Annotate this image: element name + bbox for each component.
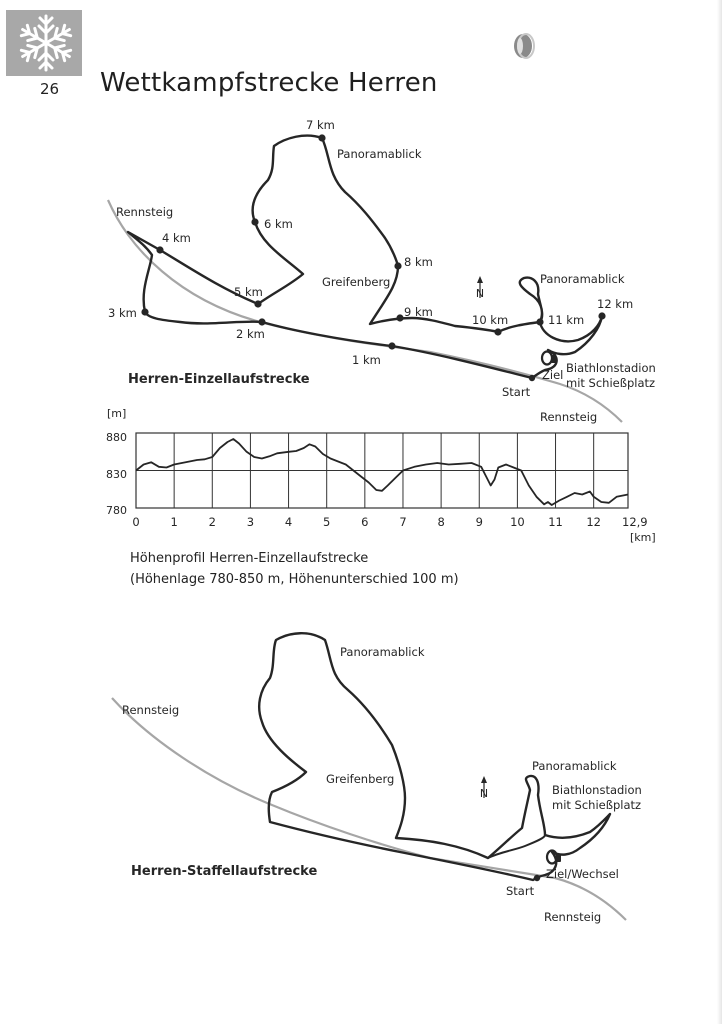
relay-rennsteig-road-line	[111, 697, 627, 921]
panoramablick-label-1: Panoramablick	[337, 147, 422, 161]
km-dot-12	[598, 312, 606, 320]
x-tick-5: 5	[323, 515, 330, 529]
x-tick-11: 11	[548, 515, 563, 529]
shooting-range-label: mit Schießplatz	[566, 376, 655, 390]
x-tick-2: 2	[209, 515, 216, 529]
km-label-8: 8 km	[404, 255, 433, 269]
north-arrow-icon: N	[476, 276, 484, 300]
individual-course-map: N Rennsteig Panoramablick Greifenberg Pa…	[106, 118, 656, 424]
rennsteig-label-top: Rennsteig	[116, 205, 173, 219]
km-dot-6	[251, 218, 259, 226]
x-tick-7: 7	[399, 515, 406, 529]
relay-course-track	[258, 632, 612, 882]
relay-panoramablick-label-1: Panoramablick	[340, 645, 425, 659]
x-tick-4: 4	[285, 515, 292, 529]
svg-text:N: N	[476, 287, 484, 300]
km-dot-3	[141, 308, 149, 316]
profile-caption-line-1: Höhenprofil Herren-Einzellaufstrecke	[130, 551, 369, 566]
y-tick-880: 880	[106, 431, 127, 444]
greifenberg-label: Greifenberg	[322, 275, 390, 289]
x-tick-9: 9	[476, 515, 483, 529]
km-label-4: 4 km	[162, 231, 191, 245]
km-label-5: 5 km	[234, 285, 263, 299]
km-label-10: 10 km	[472, 313, 508, 327]
km-dot-1	[388, 342, 396, 350]
km-marker-dots	[141, 134, 606, 382]
x-tick-12: 12	[586, 515, 601, 529]
relay-start-dot	[533, 874, 541, 882]
x-tick-13: 12,9	[622, 515, 648, 529]
km-label-1: 1 km	[352, 353, 381, 367]
profile-grid	[135, 432, 629, 509]
km-label-11: 11 km	[548, 313, 584, 327]
km-dot-10	[494, 328, 502, 336]
svg-text:N: N	[480, 787, 488, 800]
start-dot	[528, 374, 536, 382]
snowflake-icon	[6, 10, 82, 76]
x-tick-3: 3	[247, 515, 254, 529]
relay-greifenberg-label: Greifenberg	[326, 772, 394, 786]
relay-finish-label: Ziel/Wechsel	[546, 867, 619, 881]
km-dot-8	[394, 262, 402, 270]
km-dot-7	[318, 134, 326, 142]
page-number: 26	[40, 80, 60, 98]
km-label-3: 3 km	[108, 306, 137, 320]
individual-course-track	[126, 134, 604, 380]
km-dot-5	[254, 300, 262, 308]
elevation-profile-line	[135, 438, 629, 506]
punch-hole-mark	[514, 33, 535, 59]
km-dot-2	[258, 318, 266, 326]
x-tick-10: 10	[510, 515, 525, 529]
relay-start-label: Start	[506, 884, 535, 898]
x-tick-1: 1	[170, 515, 177, 529]
stadium-label: Biathlonstadion	[566, 361, 656, 375]
relay-course-map: N Rennsteig Panoramablick Greifenberg Pa…	[111, 632, 642, 924]
x-unit-label: [km]	[630, 531, 656, 544]
shooting-range-icon	[540, 350, 556, 366]
profile-caption: Höhenprofil Herren-Einzellaufstrecke (Hö…	[130, 548, 459, 590]
relay-rennsteig-label-top: Rennsteig	[122, 703, 179, 717]
km-label-2: 2 km	[236, 327, 265, 341]
y-tick-780: 780	[106, 504, 127, 517]
relay-rennsteig-label-bottom: Rennsteig	[544, 910, 601, 924]
x-tick-8: 8	[437, 515, 444, 529]
panoramablick-label-2: Panoramablick	[540, 272, 625, 286]
km-label-7: 7 km	[306, 118, 335, 132]
individual-map-title: Herren-Einzellaufstrecke	[128, 372, 310, 387]
relay-shortcut-line	[487, 834, 546, 859]
page-edge-shadow	[717, 0, 722, 1024]
rennsteig-label-bottom: Rennsteig	[540, 410, 597, 424]
km-dot-9	[396, 314, 404, 322]
km-dot-4	[156, 246, 164, 254]
relay-panoramablick-label-2: Panoramablick	[532, 759, 617, 773]
x-tick-0: 0	[132, 515, 139, 529]
start-label: Start	[502, 385, 531, 399]
km-label-12: 12 km	[597, 297, 633, 311]
profile-caption-line-2: (Höhenlage 780-850 m, Höhenunterschied 1…	[130, 572, 459, 587]
finish-label: Ziel	[542, 368, 563, 382]
x-tick-6: 6	[361, 515, 368, 529]
y-tick-830: 830	[106, 468, 127, 481]
relay-shooting-range-label: mit Schießplatz	[552, 798, 641, 812]
relay-north-arrow-icon: N	[480, 776, 488, 800]
y-unit-label: [m]	[107, 407, 126, 420]
km-dot-11	[536, 318, 544, 326]
km-label-6: 6 km	[264, 217, 293, 231]
km-label-9: 9 km	[404, 305, 433, 319]
relay-map-title: Herren-Staffellaufstrecke	[131, 864, 317, 879]
relay-stadium-label: Biathlonstadion	[552, 783, 642, 797]
page-title: Wettkampfstrecke Herren	[100, 68, 438, 98]
relay-shooting-range-icon	[545, 849, 561, 865]
